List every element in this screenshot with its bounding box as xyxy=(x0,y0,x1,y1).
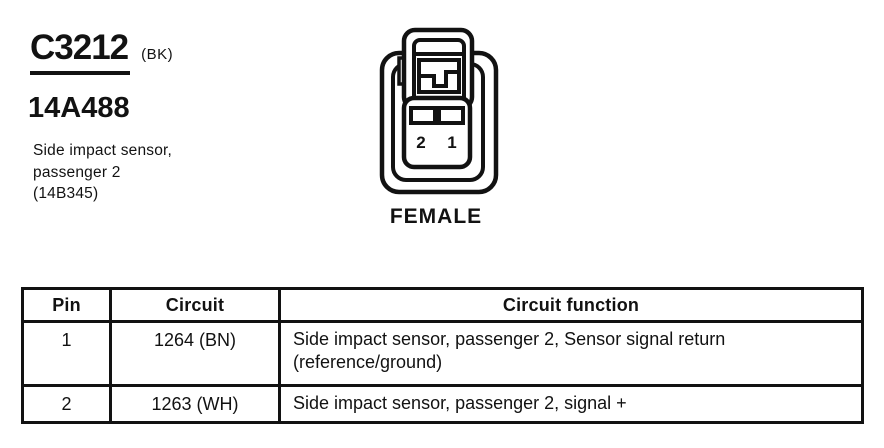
pin-2-circuit: 1263 (WH) xyxy=(109,384,281,424)
pin-1-circuit: 1264 (BN) xyxy=(109,320,281,387)
connector-drawing-icon: 2 1 xyxy=(379,27,499,195)
header-pin: Pin xyxy=(21,287,112,323)
pin-1-number: 1 xyxy=(21,320,112,387)
pin-1-function: Side impact sensor, passenger 2, Sensor … xyxy=(278,320,864,387)
connector-diagram: 2 1 xyxy=(375,20,515,205)
pin-cavity-1 xyxy=(437,106,465,125)
connector-id: C3212 xyxy=(30,28,129,67)
pin-2-function: Side impact sensor, passenger 2, signal … xyxy=(278,384,864,424)
connector-id-underline xyxy=(30,71,130,75)
pin-number-2: 2 xyxy=(416,133,425,152)
pin-2-number: 2 xyxy=(21,384,112,424)
description-line-1: Side impact sensor, xyxy=(33,142,173,159)
connector-gender-label: FEMALE xyxy=(389,205,483,228)
pin-table: Pin Circuit Circuit function 1 1264 (BN)… xyxy=(21,287,864,424)
description-line-2: passenger 2 xyxy=(33,163,121,181)
connector-id-row: C3212 (BK) xyxy=(30,30,173,65)
header-circuit-function: Circuit function xyxy=(278,287,864,323)
table-row-pin-1: 1 1264 (BN) Side impact sensor, passenge… xyxy=(21,320,864,387)
table-row-pin-2: 2 1263 (WH) Side impact sensor, passenge… xyxy=(21,384,864,424)
header-circuit: Circuit xyxy=(109,287,281,323)
latch-keyway-step xyxy=(419,70,459,88)
description-line-3: (14B345) xyxy=(33,185,99,202)
part-number: 14A488 xyxy=(28,92,130,124)
pin-number-1: 1 xyxy=(447,133,456,152)
connector-description: Side impact sensor, passenger 2 (14B345) xyxy=(33,140,172,205)
pin-table-container: Pin Circuit Circuit function 1 1264 (BN)… xyxy=(21,287,864,424)
connector-color-code: (BK) xyxy=(141,46,174,63)
pin-cavity-2 xyxy=(409,106,437,125)
pin-table-header-row: Pin Circuit Circuit function xyxy=(21,287,864,323)
